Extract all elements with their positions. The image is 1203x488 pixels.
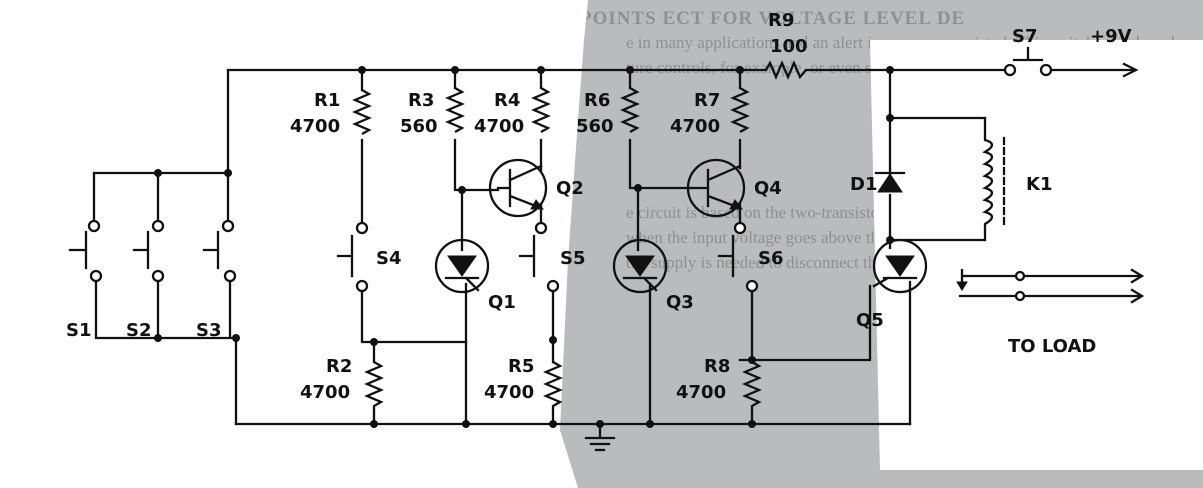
label-r8-value: 4700 xyxy=(676,382,726,403)
background-heading: POINTS ECT FOR VOLTAGE LEVEL DE xyxy=(580,8,966,29)
switches xyxy=(68,46,1053,293)
thyristor-q5 xyxy=(872,238,928,294)
transistor-q4 xyxy=(686,158,746,218)
diode-d1 xyxy=(874,171,906,193)
label-s6: S6 xyxy=(758,248,784,269)
label-r3-value: 560 xyxy=(400,116,438,137)
label-r1: R1 xyxy=(314,90,340,111)
label-r5: R5 xyxy=(508,356,534,377)
paper-right xyxy=(870,40,1203,470)
resistor-r2 xyxy=(364,361,384,412)
resistor-r5 xyxy=(543,361,563,412)
transistor-q2 xyxy=(488,158,548,218)
label-to-load: TO LOAD xyxy=(1008,336,1096,357)
resistor-r6 xyxy=(620,87,640,133)
relay-k1 xyxy=(956,116,1145,304)
label-d1: D1 xyxy=(850,174,877,195)
label-q2: Q2 xyxy=(556,178,584,199)
resistors xyxy=(352,60,807,412)
label-q5: Q5 xyxy=(856,310,884,331)
label-r7-value: 4700 xyxy=(670,116,720,137)
label-s5: S5 xyxy=(560,248,586,269)
label-r7: R7 xyxy=(694,90,720,111)
label-r8: R8 xyxy=(704,356,730,377)
resistor-r8 xyxy=(742,361,762,412)
thyristor-q3 xyxy=(612,238,668,294)
label-r2-value: 4700 xyxy=(300,382,350,403)
component-labels: R1 4700 R3 560 R4 4700 R6 560 R7 4700 R9… xyxy=(66,10,1132,403)
label-r4: R4 xyxy=(494,90,520,111)
resistor-r7 xyxy=(730,87,750,133)
label-q3: Q3 xyxy=(666,292,694,313)
label-s3: S3 xyxy=(196,320,222,341)
label-r1-value: 4700 xyxy=(290,116,340,137)
resistor-r3 xyxy=(445,87,465,133)
label-k1: K1 xyxy=(1026,174,1052,195)
label-s4: S4 xyxy=(376,248,402,269)
label-r5-value: 4700 xyxy=(484,382,534,403)
thyristor-q1 xyxy=(434,238,490,294)
label-r3: R3 xyxy=(408,90,434,111)
resistor-r4 xyxy=(531,87,551,133)
label-q1: Q1 xyxy=(488,292,516,313)
label-q4: Q4 xyxy=(754,178,782,199)
label-s7: S7 xyxy=(1012,26,1038,47)
label-r6: R6 xyxy=(584,90,610,111)
label-r6-value: 560 xyxy=(576,116,614,137)
label-r9: R9 xyxy=(768,10,794,31)
label-r4-value: 4700 xyxy=(474,116,524,137)
label-r9-value: 100 xyxy=(770,36,808,57)
label-r2: R2 xyxy=(326,356,352,377)
paper xyxy=(0,0,588,488)
junctions xyxy=(154,66,894,428)
label-supply: +9V xyxy=(1090,26,1132,47)
resistor-r9 xyxy=(765,60,807,80)
label-s1: S1 xyxy=(66,320,92,341)
resistor-r1 xyxy=(352,89,372,135)
label-s2: S2 xyxy=(126,320,152,341)
wires xyxy=(92,62,1139,452)
